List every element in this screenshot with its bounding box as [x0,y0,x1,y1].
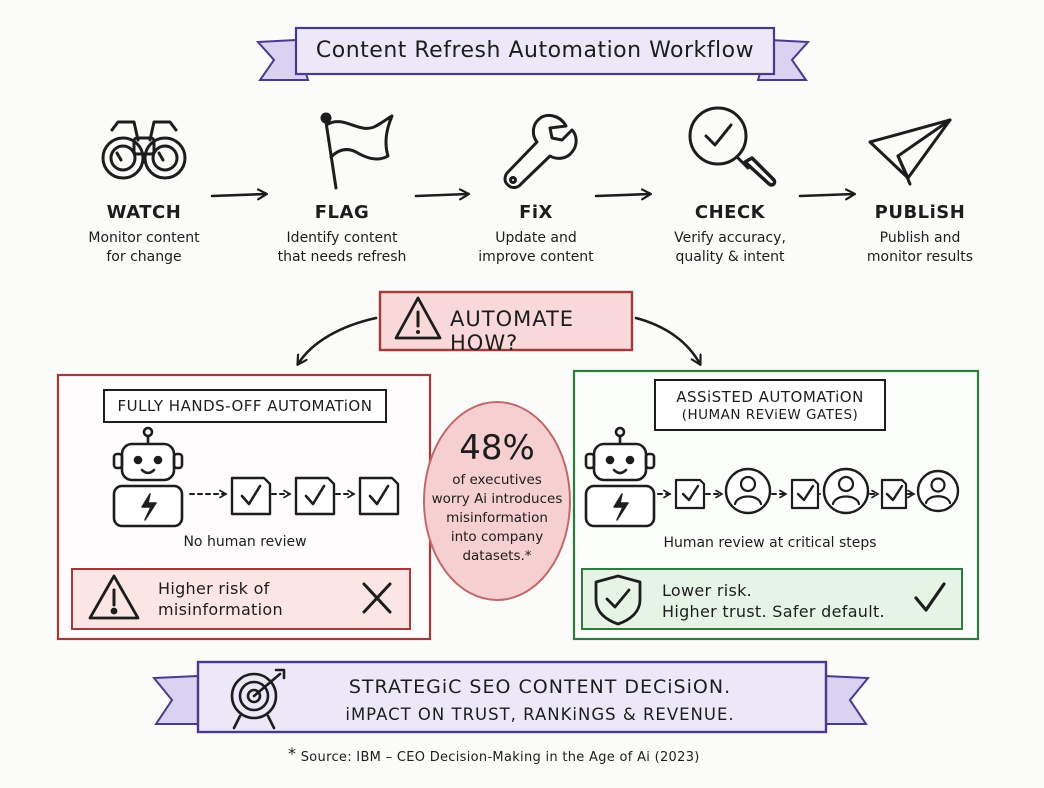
step-name: FLAG [314,202,370,223]
step-desc-line1: Monitor content [88,230,200,246]
robot-icon [584,426,656,528]
step-name: WATCH [106,202,182,223]
footnote-marker: * [288,744,297,763]
step-desc-line2: improve content [478,249,594,265]
stat-line2: worry Ai introduces [431,491,563,507]
right-title-line1: ASSiSTED AUTOMATiON [676,388,864,406]
human-reviewer-icon [916,469,960,513]
left-panel-caption: No human review [183,534,307,550]
source-text: Source: IBM – CEO Decision-Making in the… [300,750,700,765]
stat-line1: of executives [452,472,542,488]
checklist-doc-icon [790,478,820,510]
binoculars-icon [101,120,187,180]
checkmark-icon [914,582,946,612]
right-panel-caption: Human review at critical steps [663,535,877,551]
checklist-doc-icon [880,478,908,510]
human-reviewer-icon [822,467,870,515]
bottom-banner [151,660,871,734]
stat-line4: into company [450,529,544,545]
checklist-doc-icon [230,476,272,516]
target-icon [230,668,286,730]
risk-line2: misinformation [158,600,283,619]
step-desc-line2: monitor results [866,249,974,265]
right-panel [572,369,980,641]
step-desc-line2: for change [106,249,182,265]
automate-label: AUTOMATE HOW? [450,307,575,355]
step-desc-line2: quality & intent [675,249,785,265]
source-note: * Source: IBM – CEO Decision-Making in t… [288,744,768,765]
step-name: CHECK [694,202,766,223]
checklist-doc-icon [294,476,336,516]
right-panel-title: ASSiSTED AUTOMATiON (HUMAN REViEW GATES) [655,388,885,424]
bottom-line1: STRATEGiC SEO CONTENT DECiSiON. [348,676,732,698]
right-trust-text: Lower risk. Higher trust. Safer default. [662,580,902,622]
stat-line5: datasets.* [462,548,532,564]
risk-line1: Higher risk of [158,579,270,598]
step-fix: FiX Update and improve content [456,202,616,267]
human-reviewer-icon [724,467,772,515]
stat-line3: misinformation [446,510,548,526]
trust-line2: Higher trust. Safer default. [662,602,885,621]
step-flag: FLAG Identify content that needs refresh [262,202,422,267]
x-mark-icon [362,582,392,614]
checklist-doc-icon [674,478,706,510]
stat-oval [423,401,571,601]
stat-value: 48% [459,428,535,468]
stat-block: 48% of executives worry Ai introduces mi… [424,428,570,566]
checklist-doc-icon [358,476,400,516]
magnifier-check-icon [688,106,777,187]
automate-box [378,290,634,352]
paper-plane-icon [868,118,952,186]
step-desc-line1: Update and [495,230,577,246]
left-check-flow [189,476,400,516]
left-panel-title: FULLY HANDS-OFF AUTOMATiON [117,397,373,415]
shield-check-icon [594,574,642,626]
step-desc-line1: Publish and [879,230,961,246]
step-desc-line2: that needs refresh [277,249,407,265]
right-review-flow [657,467,960,515]
step-publish: PUBLiSH Publish and monitor results [840,202,1000,267]
step-check: CHECK Verify accuracy, quality & intent [650,202,810,267]
step-desc-line1: Verify accuracy, [674,230,786,246]
flag-icon [320,112,394,190]
step-desc-line1: Identify content [286,230,398,246]
workflow-arrows [210,194,854,196]
wrench-icon [503,113,578,189]
trust-line1: Lower risk. [662,581,753,600]
robot-icon [112,426,184,528]
left-risk-text: Higher risk of misinformation [158,578,348,620]
step-watch: WATCH Monitor content for change [64,202,224,267]
right-title-line2: (HUMAN REViEW GATES) [681,407,859,423]
bottom-banner-text: STRATEGiC SEO CONTENT DECiSiON. iMPACT O… [290,674,790,728]
branch-arrows [298,316,700,364]
step-name: PUBLiSH [874,202,966,223]
step-name: FiX [519,202,553,223]
bottom-line2: iMPACT ON TRUST, RANKiNGS & REVENUE. [345,705,735,724]
title-banner [255,26,811,81]
page-title: Content Refresh Automation Workflow [315,38,755,63]
left-warning-icon [88,574,140,620]
